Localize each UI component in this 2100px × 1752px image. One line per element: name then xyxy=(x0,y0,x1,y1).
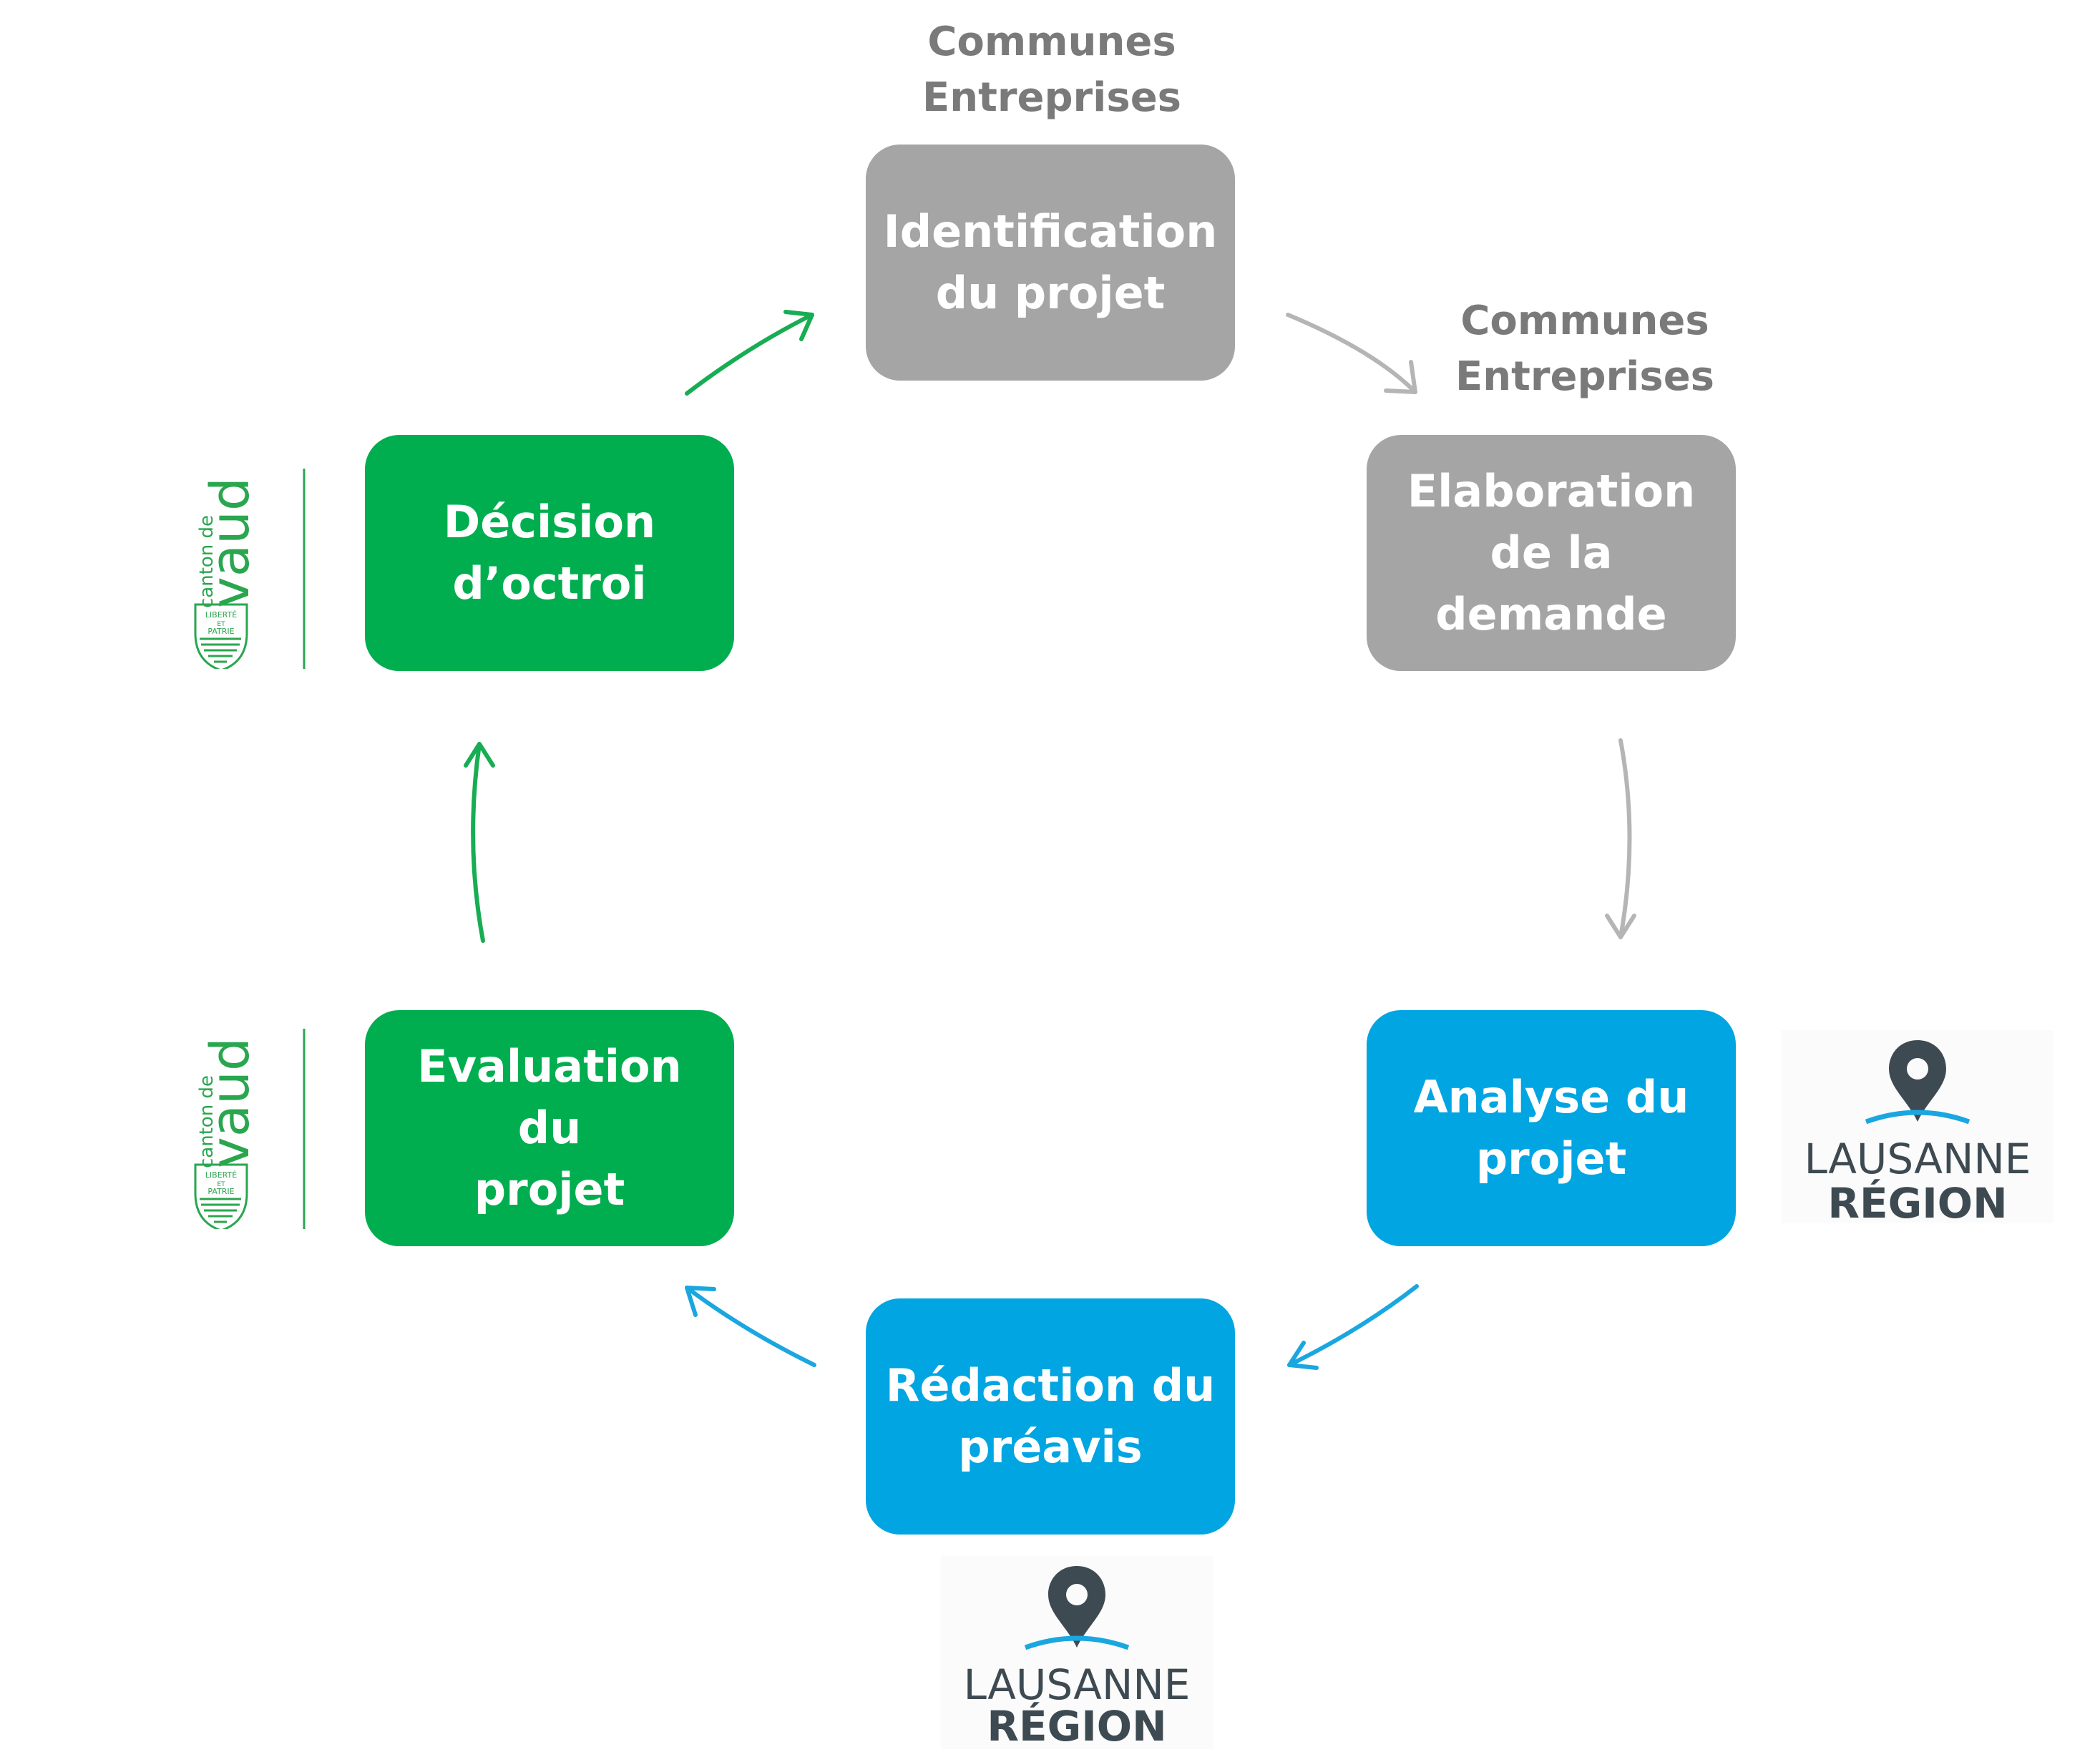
step-analyse: Analyse du projet xyxy=(1367,1010,1736,1246)
lausanne-region-logo-graphic: LAUSANNE RÉGION xyxy=(1804,1040,2031,1228)
step-identification: Identification du projet xyxy=(866,145,1235,381)
vaud-motto-1: LIBERTÉ xyxy=(205,610,237,620)
vaud-name-text: vaud xyxy=(200,1037,261,1168)
canton-vaud-logo-graphic: canton de vaud LIBERTÉ ET PATRIE xyxy=(194,1029,306,1232)
arrow-identification-to-elaboration xyxy=(1286,313,1417,394)
lausanne-region-logo-graphic: LAUSANNE RÉGION xyxy=(964,1566,1191,1751)
lausanne-region-logo: LAUSANNE RÉGION xyxy=(941,1556,1213,1751)
canton-vaud-logo: canton de vaud LIBERTÉ ET PATRIE xyxy=(182,1022,318,1232)
vaud-canton-text: canton de xyxy=(196,1075,218,1168)
elaboration-actors: Communes Entreprises xyxy=(1455,298,1715,400)
region-text: RÉGION xyxy=(987,1701,1166,1749)
step-decision: Décision d’octroi xyxy=(365,435,734,671)
vaud-motto-3: PATRIE xyxy=(207,627,234,636)
vaud-motto-3: PATRIE xyxy=(207,1187,234,1196)
step-redaction-label: Rédaction du préavis xyxy=(885,1359,1216,1473)
step-elaboration: Elaboration de la demande xyxy=(1367,435,1736,671)
map-pin-icon xyxy=(1048,1566,1105,1648)
identification-actors: Communes Entreprises xyxy=(922,19,1182,121)
vaud-motto-2: ET xyxy=(217,1181,225,1188)
lausanne-text: LAUSANNE xyxy=(964,1660,1191,1709)
step-identification-label: Identification du projet xyxy=(883,205,1218,319)
vaud-name-text: vaud xyxy=(200,477,261,608)
lausanne-text: LAUSANNE xyxy=(1804,1135,2031,1183)
canton-vaud-logo-graphic: canton de vaud LIBERTÉ ET PATRIE xyxy=(194,469,306,672)
map-pin-icon xyxy=(1889,1040,1946,1122)
canton-vaud-logo: canton de vaud LIBERTÉ ET PATRIE xyxy=(182,461,318,672)
step-analyse-label: Analyse du projet xyxy=(1413,1071,1689,1185)
arrow-elaboration-to-analyse xyxy=(1605,738,1636,939)
step-evaluation: Evaluation du projet xyxy=(365,1010,734,1246)
vaud-motto-1: LIBERTÉ xyxy=(205,1170,237,1180)
vaud-canton-text: canton de xyxy=(196,515,218,608)
region-text: RÉGION xyxy=(1827,1178,2007,1223)
step-decision-label: Décision d’octroi xyxy=(443,496,656,610)
vaud-motto-2: ET xyxy=(217,621,225,628)
lausanne-region-logo: LAUSANNE RÉGION xyxy=(1782,1030,2053,1228)
arrow-analyse-to-redaction xyxy=(1287,1284,1419,1370)
arrow-redaction-to-evaluation xyxy=(685,1286,816,1367)
step-evaluation-label: Evaluation du projet xyxy=(417,1040,682,1215)
arrow-evaluation-to-decision xyxy=(464,742,495,943)
step-redaction: Rédaction du préavis xyxy=(866,1298,1235,1535)
step-elaboration-label: Elaboration de la demande xyxy=(1407,465,1696,640)
arrow-decision-to-identification xyxy=(685,310,814,396)
